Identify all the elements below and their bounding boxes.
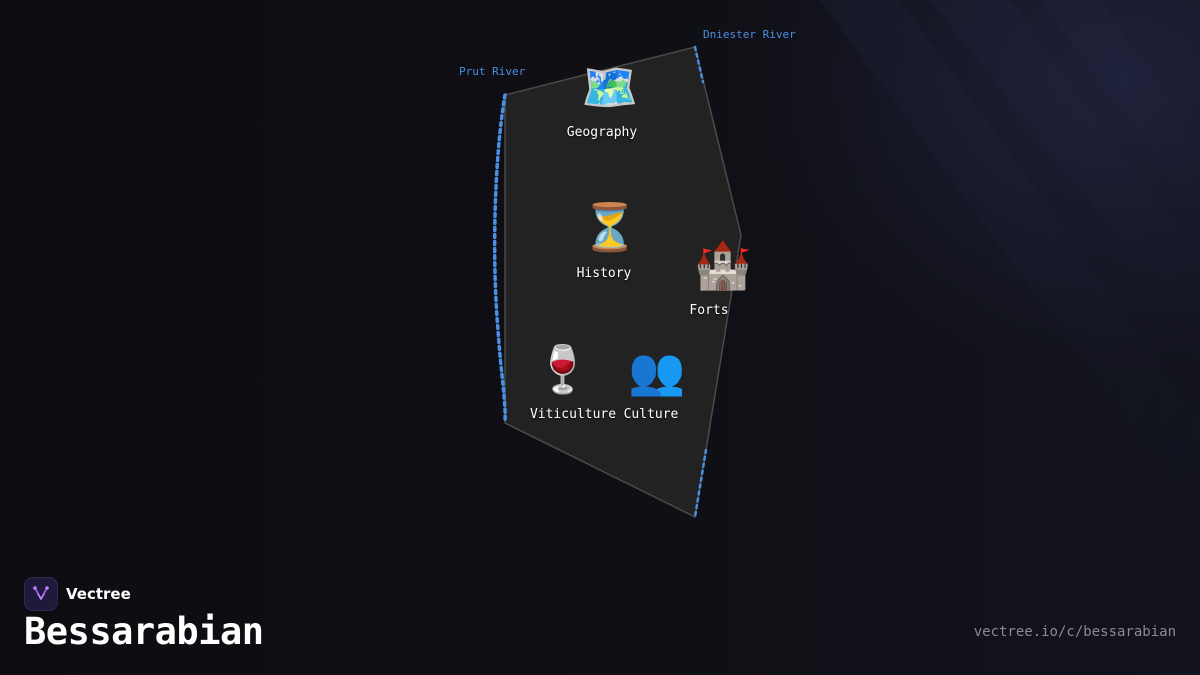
dniester-river-line-south: [693, 448, 708, 519]
page-url-link[interactable]: vectree.io/c/bessarabian: [973, 624, 1176, 640]
topic-label-culture[interactable]: Culture: [623, 407, 679, 422]
wine-glass-icon[interactable]: 🍷: [534, 342, 592, 396]
hourglass-icon[interactable]: ⏳: [581, 200, 639, 254]
prut-river-label: Prut River: [459, 65, 526, 78]
prut-river-line: [492, 93, 507, 425]
castle-icon[interactable]: 🏰: [694, 238, 752, 292]
topic-label-history[interactable]: History: [576, 266, 632, 281]
dniester-river-line-north: [693, 45, 705, 84]
topic-label-forts[interactable]: Forts: [689, 303, 729, 318]
page-title: Bessarabian: [24, 610, 264, 653]
world-map-icon[interactable]: 🗺️: [581, 60, 639, 114]
brand[interactable]: Vectree: [24, 577, 131, 611]
topic-label-geography[interactable]: Geography: [566, 125, 638, 140]
topic-label-viticulture[interactable]: Viticulture: [529, 407, 617, 422]
people-icon[interactable]: 👥: [628, 344, 686, 398]
brand-name: Vectree: [66, 585, 131, 603]
vectree-logo-icon: [24, 577, 58, 611]
dniester-river-label: Dniester River: [703, 28, 796, 41]
